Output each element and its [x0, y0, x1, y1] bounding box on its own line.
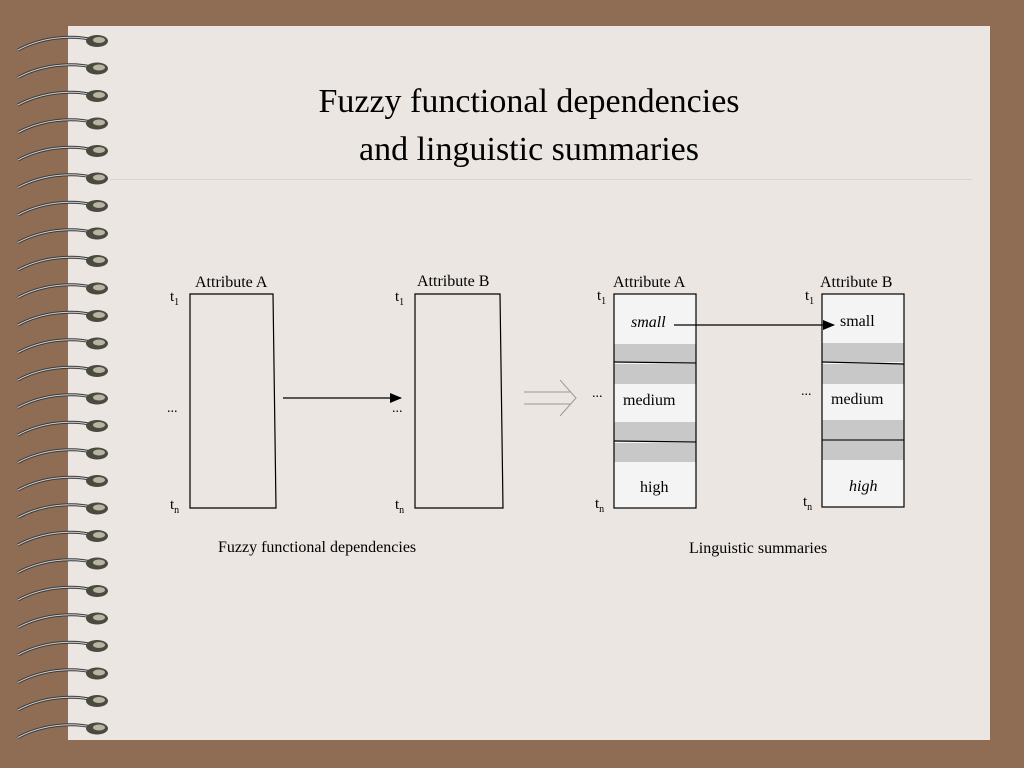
- right-a-high-label: high: [640, 479, 668, 496]
- band-b-2: [822, 364, 904, 384]
- right-b-small-label: small: [840, 313, 875, 330]
- binding-ring: [17, 200, 108, 217]
- right-b-medium-label: medium: [831, 391, 884, 408]
- binding-ring: [17, 255, 108, 272]
- binding-ring: [17, 530, 108, 547]
- left-a-tn-label: tn: [170, 497, 179, 516]
- binding-ring: [17, 447, 108, 464]
- binding-ring: [17, 227, 108, 244]
- right-attribute-a-label: Attribute A: [613, 274, 686, 291]
- implies-arrow: [524, 379, 577, 417]
- binding-ring: [17, 90, 108, 107]
- binding-ring: [17, 420, 108, 437]
- right-b-ellipsis: ...: [801, 384, 812, 399]
- binding-ring: [17, 612, 108, 629]
- binding-ring: [17, 640, 108, 657]
- band-a-3: [614, 422, 696, 441]
- right-b-high-label: high: [849, 478, 877, 495]
- binding-ring: [17, 310, 108, 327]
- binding-ring: [17, 337, 108, 354]
- binding-ring: [17, 722, 108, 739]
- binding-ring: [17, 502, 108, 519]
- left-a-t1-label: t1: [170, 289, 179, 308]
- left-a-ellipsis: ...: [167, 401, 178, 416]
- band-a-2: [614, 364, 696, 384]
- band-b-1: [822, 343, 904, 362]
- left-b-tn-label: tn: [395, 497, 404, 516]
- left-attribute-a-label: Attribute A: [195, 274, 268, 291]
- title-divider: [110, 179, 972, 180]
- right-b-tn-label: tn: [803, 494, 812, 513]
- binding-ring: [17, 475, 108, 492]
- binding-ring: [17, 392, 108, 409]
- binding-ring: [17, 172, 108, 189]
- binding-ring: [17, 557, 108, 574]
- binding-ring: [17, 117, 108, 134]
- band-b-4: [822, 441, 904, 460]
- binding-ring: [17, 695, 108, 712]
- right-b-t1-label: t1: [805, 288, 814, 307]
- right-a-t1-label: t1: [597, 288, 606, 307]
- right-a-tn-label: tn: [595, 496, 604, 515]
- binding-ring: [17, 365, 108, 382]
- right-a-small-label: small: [631, 314, 666, 331]
- binding-ring: [17, 585, 108, 602]
- spiral-binding: [17, 26, 130, 740]
- binding-ring: [17, 35, 108, 52]
- left-b-t1-label: t1: [395, 289, 404, 308]
- right-attribute-b-label: Attribute B: [820, 274, 892, 291]
- title-line-2: and linguistic summaries: [359, 131, 699, 168]
- title-line-1: Fuzzy functional dependencies: [318, 83, 740, 120]
- right-a-ellipsis: ...: [592, 386, 603, 401]
- left-table-a: [189, 293, 277, 509]
- left-caption: Fuzzy functional dependencies: [218, 539, 416, 556]
- right-table-a: [613, 293, 697, 509]
- right-table-b: [821, 293, 905, 508]
- left-b-ellipsis: ...: [392, 401, 403, 416]
- band-a-4: [614, 443, 696, 462]
- left-table-b: [414, 293, 504, 509]
- right-caption: Linguistic summaries: [689, 540, 827, 557]
- binding-ring: [17, 62, 108, 79]
- band-b-3: [822, 420, 904, 439]
- binding-ring: [17, 282, 108, 299]
- binding-ring: [17, 145, 108, 162]
- binding-ring: [17, 667, 108, 684]
- right-a-medium-label: medium: [623, 392, 676, 409]
- band-a-1: [614, 344, 696, 362]
- left-attribute-b-label: Attribute B: [417, 273, 489, 290]
